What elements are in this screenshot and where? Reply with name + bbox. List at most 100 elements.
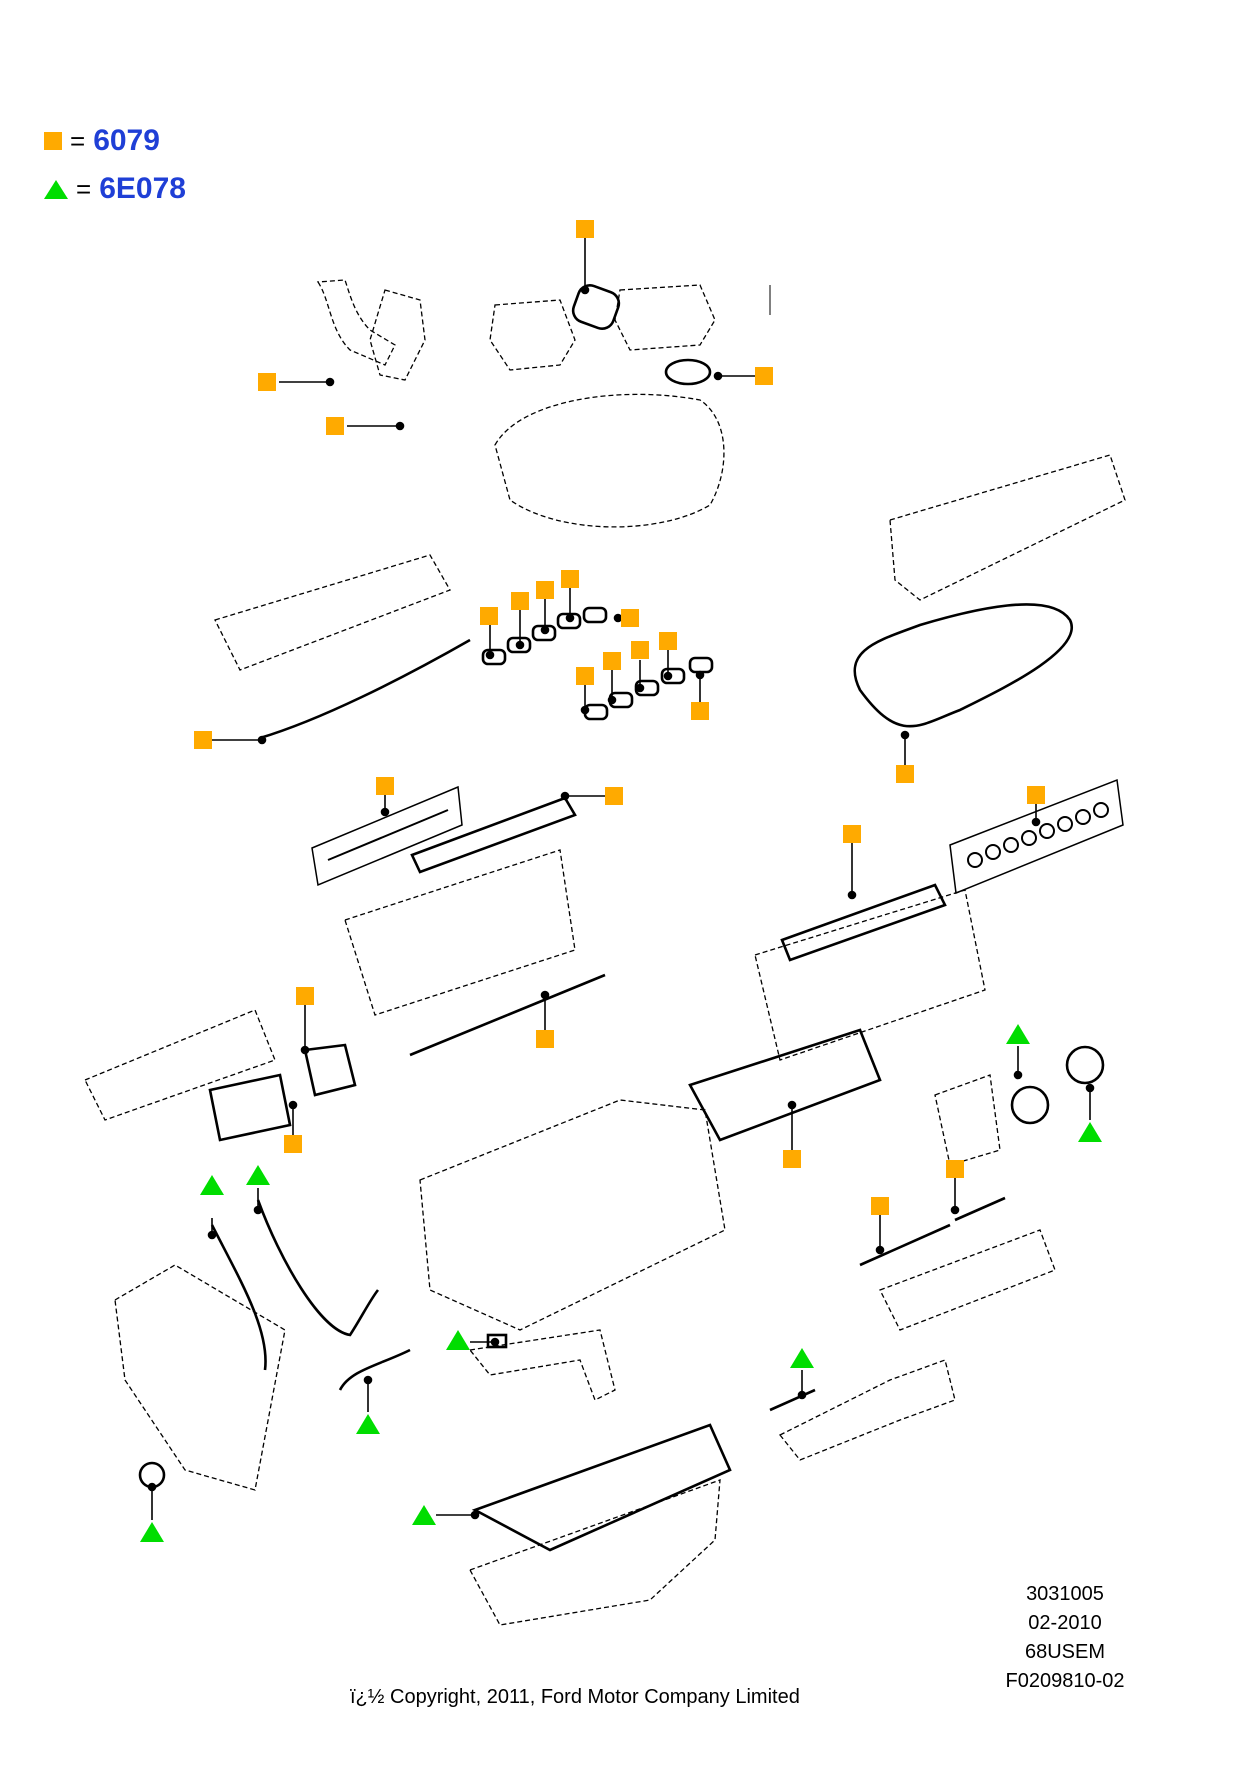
pickup-tube-oring (486, 1333, 508, 1349)
timing-cover-gasket-2 (256, 1199, 380, 1337)
kit-strip (327, 809, 449, 861)
market-code: 68USEM (1024, 1641, 1106, 1663)
orange-square-markers (194, 220, 1045, 1215)
square-marker (631, 641, 649, 659)
valve-cover-gasket-right (853, 603, 1074, 728)
gasket-kit-box-left (311, 785, 463, 887)
gasket-kit-box-right (949, 778, 1124, 895)
throttle-body-left (489, 299, 576, 371)
engine-block-part (419, 1099, 726, 1331)
legend-equals: = (70, 125, 86, 156)
legend-equals: = (76, 173, 92, 204)
thermostat-housing-part (369, 289, 426, 381)
seal-ring (1003, 837, 1019, 853)
coolant-outlet-part (316, 279, 396, 366)
exhaust-manifold-part (84, 1009, 276, 1121)
triangle-marker (1078, 1122, 1102, 1142)
oil-pan-gasket (471, 1423, 732, 1552)
square-marker (603, 652, 621, 670)
intake-gasket-left (410, 796, 577, 874)
triangle-marker (140, 1522, 164, 1542)
square-marker (659, 632, 677, 650)
square-marker (480, 607, 498, 625)
green-triangle-icon (44, 179, 68, 199)
timing-cover-gasket-3 (338, 1348, 411, 1391)
oil-pan-part (469, 1479, 721, 1626)
document-meta: 3031005 02-2010 68USEM F0209810-02 (990, 1580, 1140, 1696)
port-gasket-1 (481, 648, 507, 666)
copyright-notice: ï¿½ Copyright, 2011, Ford Motor Company … (350, 1686, 800, 1708)
throttle-body-right (614, 284, 716, 351)
intake-gasket-right (780, 883, 947, 962)
square-marker (755, 367, 773, 385)
square-marker (843, 825, 861, 843)
throttle-body-gasket-2 (664, 358, 712, 386)
square-marker (871, 1197, 889, 1215)
port-gasket-2 (506, 636, 532, 654)
windage-tray-part (879, 1229, 1056, 1331)
intake-manifold-part (494, 393, 725, 528)
seal-ring (1021, 830, 1037, 846)
legend-code-6E078: 6E078 (99, 172, 186, 205)
head-gasket-strip-left (409, 973, 606, 1057)
legend-row-square: = 6079 (44, 124, 160, 158)
exhaust-gasket-2 (303, 1043, 357, 1097)
triangle-marker (412, 1505, 436, 1525)
square-marker (561, 570, 579, 588)
port-gasket-9 (660, 667, 686, 685)
square-marker (576, 667, 594, 685)
legend-code-6079: 6079 (93, 124, 160, 157)
throttle-body-gasket-1 (571, 284, 621, 330)
oil-pump-part (778, 1359, 956, 1461)
windage-gasket-2 (954, 1196, 1006, 1222)
legend-row-triangle: = 6E078 (44, 172, 186, 206)
timing-cover-part (114, 1264, 286, 1491)
square-marker (691, 702, 709, 720)
square-marker (783, 1150, 801, 1168)
exhaust-gasket-1 (208, 1073, 292, 1142)
square-marker (576, 220, 594, 238)
triangle-marker (246, 1165, 270, 1185)
square-marker (621, 609, 639, 627)
seal-ring (985, 844, 1001, 860)
windage-gasket-1 (859, 1223, 951, 1267)
triangle-marker (1006, 1024, 1030, 1044)
square-marker (194, 731, 212, 749)
seal-ring (1093, 802, 1109, 818)
square-marker (605, 787, 623, 805)
square-marker (1027, 786, 1045, 804)
figure-code: F0209810-02 (1005, 1670, 1125, 1692)
triangle-marker (200, 1175, 224, 1195)
valve-cover-left (214, 554, 451, 671)
square-marker (536, 1030, 554, 1048)
square-marker (536, 581, 554, 599)
square-marker (258, 373, 276, 391)
port-gasket-10 (688, 656, 714, 674)
head-gasket-right (688, 1028, 882, 1142)
seal-ring (1039, 823, 1055, 839)
oil-pump-gasket (769, 1388, 816, 1412)
triangle-marker (446, 1330, 470, 1350)
square-marker (511, 592, 529, 610)
rear-main-seal-2 (1065, 1045, 1105, 1085)
orange-square-icon (44, 132, 62, 150)
triangle-marker (790, 1348, 814, 1368)
square-marker (896, 765, 914, 783)
rear-cover-part (934, 1074, 1001, 1166)
green-triangle-markers (140, 1024, 1102, 1542)
valve-cover-gasket-left (259, 638, 471, 740)
triangle-marker (356, 1414, 380, 1434)
port-gasket-5 (582, 606, 608, 624)
timing-cover-gasket-1 (210, 1224, 267, 1371)
square-marker (296, 987, 314, 1005)
illustration-number: 3031005 (1026, 1583, 1104, 1605)
revision-date: 02-2010 (1028, 1612, 1102, 1634)
cylinder-head-right (754, 889, 986, 1061)
seal-ring (1075, 809, 1091, 825)
square-marker (284, 1135, 302, 1153)
oil-pickup-part (468, 1329, 616, 1401)
cylinder-head-left (344, 849, 576, 1016)
rear-main-seal (1010, 1085, 1050, 1125)
square-marker (946, 1160, 964, 1178)
